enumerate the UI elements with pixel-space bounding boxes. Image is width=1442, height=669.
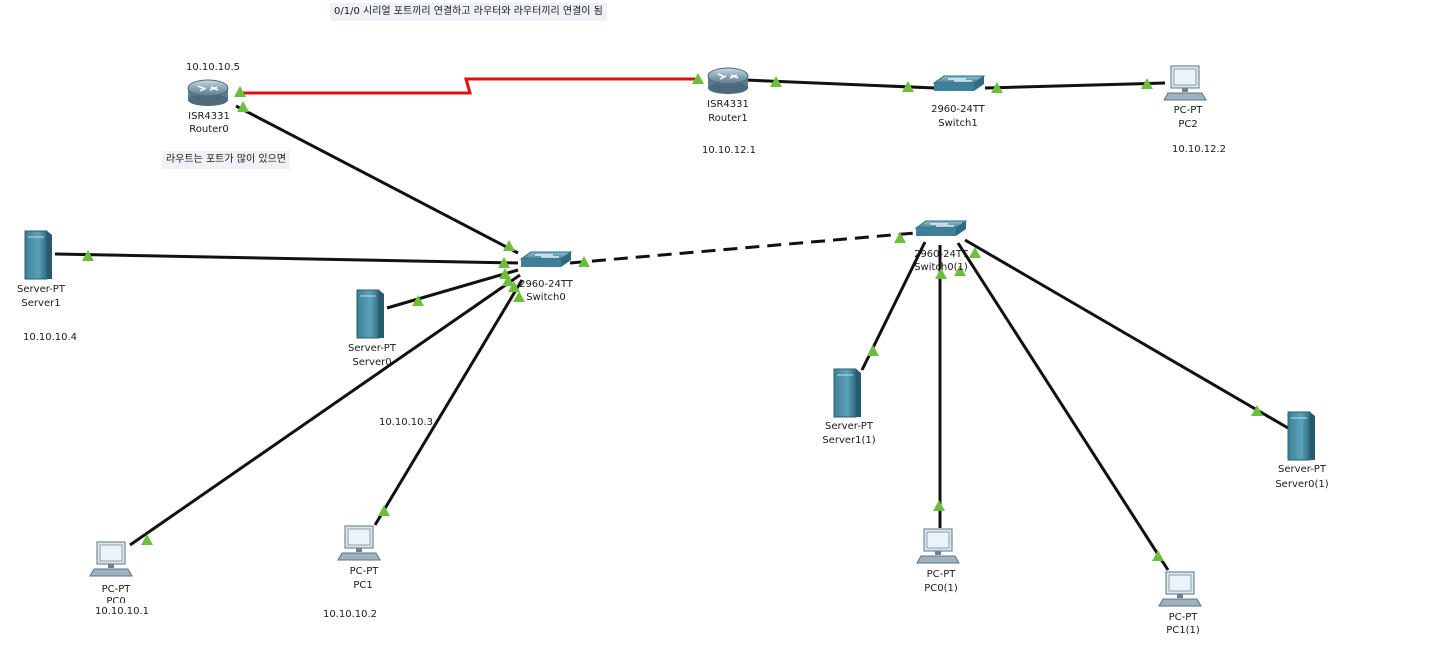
link-up-triangle (1141, 78, 1153, 89)
link-up-triangle (894, 232, 906, 243)
link-up-triangle (991, 82, 1003, 93)
link-up-triangle (513, 291, 525, 302)
server1-1-model-label: Server-PT (825, 421, 873, 432)
pc0-1-model-label: PC-PT (926, 569, 956, 580)
server0-name-label: Server0 (352, 357, 392, 368)
link-up-triangle (933, 500, 945, 511)
server0-1-icon[interactable] (1287, 411, 1315, 461)
pc0-1-name-label: PC0(1) (924, 583, 958, 594)
link-up-triangle (578, 256, 590, 267)
link-up-triangle (770, 76, 782, 87)
pc2-model-label: PC-PT (1173, 105, 1203, 116)
pc0-1-icon[interactable] (916, 528, 960, 564)
switch0-name-label: Switch0 (526, 292, 566, 303)
pc2-name-label: PC2 (1178, 119, 1198, 130)
router0-icon[interactable] (187, 79, 229, 106)
server1-ip-label: 10.10.10.4 (22, 332, 78, 343)
server0-ip-label: 10.10.10.3 (378, 417, 434, 428)
link-up-triangle (1152, 550, 1164, 561)
router1-name-label: Router1 (708, 113, 748, 124)
switch0-1-icon[interactable] (914, 220, 968, 236)
server1-icon[interactable] (24, 230, 52, 280)
link-up-triangle (902, 81, 914, 92)
link-up-triangle (508, 281, 520, 292)
pc1-ip-label: 10.10.10.2 (322, 609, 378, 620)
pc0-icon[interactable] (89, 541, 133, 577)
server0-1-model-label: Server-PT (1278, 464, 1326, 475)
link-up-triangle (954, 265, 966, 276)
links (54, 77, 1289, 571)
server0-1-name-label: Server0(1) (1275, 479, 1329, 490)
link-up-triangle (378, 505, 390, 516)
note-router[interactable]: 라우트는 포트가 많이 있으면 (162, 151, 290, 169)
pc0-model-label: PC-PT (101, 584, 131, 595)
server1-1-icon[interactable] (833, 368, 861, 418)
router0-name-label: Router0 (189, 124, 229, 135)
switch1-name-label: Switch1 (938, 118, 978, 129)
switch1-icon[interactable] (932, 75, 986, 91)
server1-1-name-label: Server1(1) (822, 435, 876, 446)
link-router0-switch0[interactable] (235, 104, 519, 255)
server0-icon[interactable] (356, 289, 384, 339)
router1-icon[interactable] (707, 67, 749, 94)
link-up-triangle (412, 295, 424, 306)
pc2-ip-label: 10.10.12.2 (1171, 144, 1227, 155)
link-up-triangle (692, 73, 704, 84)
link-status-indicators (82, 73, 1263, 561)
link-up-triangle (935, 268, 947, 279)
link-up-triangle (498, 257, 510, 268)
switch1-model-label: 2960-24TT (931, 104, 985, 115)
switch0-model-label: 2960-24TT (519, 279, 573, 290)
link-up-triangle (969, 247, 981, 258)
pc2-icon[interactable] (1163, 65, 1207, 101)
router1-ip-label: 10.10.12.1 (701, 145, 757, 156)
link-up-triangle (1251, 405, 1263, 416)
pc0-ip-label: 10.10.10.1 (94, 606, 150, 617)
router1-model-label: ISR4331 (707, 99, 749, 110)
pc1-1-name-label: PC1(1) (1166, 625, 1200, 636)
link-up-triangle (503, 240, 515, 251)
pc0-name-label: PC0 (106, 596, 126, 603)
link-server0-switch0[interactable] (386, 268, 519, 310)
link-pc1-switch0[interactable] (373, 279, 524, 526)
link-switch0-switch0-1[interactable] (569, 231, 916, 265)
pc1-name-label: PC1 (353, 580, 373, 591)
pc1-icon[interactable] (337, 525, 381, 561)
server1-name-label: Server1 (21, 298, 61, 309)
link-up-triangle (141, 534, 153, 545)
link-up-triangle (867, 345, 879, 356)
pc1-1-model-label: PC-PT (1168, 612, 1198, 623)
router0-model-label: ISR4331 (188, 111, 230, 122)
link-switch1-pc2[interactable] (984, 81, 1166, 90)
server1-model-label: Server-PT (17, 284, 65, 295)
pc1-1-icon[interactable] (1158, 571, 1202, 607)
link-up-triangle (234, 86, 246, 97)
link-switch0-1-server0-1[interactable] (964, 238, 1289, 430)
router0-ip-label: 10.10.10.5 (185, 62, 241, 73)
switch0-icon[interactable] (519, 251, 573, 267)
link-server1-switch0[interactable] (54, 252, 519, 265)
link-switch0-1-pc1-1[interactable] (956, 242, 1170, 571)
serial-link-router0-router1[interactable] (240, 77, 700, 95)
link-up-triangle (502, 275, 514, 286)
server0-model-label: Server-PT (348, 343, 396, 354)
link-pc0-switch0[interactable] (129, 273, 521, 547)
note-top[interactable]: 0/1/0 시리얼 포트끼리 연결하고 라우터와 라우터끼리 연결이 됨 (330, 3, 607, 21)
link-up-triangle (237, 101, 249, 112)
pc1-model-label: PC-PT (349, 566, 379, 577)
switch0-1-name-label: Switch0(1) (914, 262, 968, 273)
link-up-triangle (82, 250, 94, 261)
switch0-1-model-label: 2960-24TT (914, 249, 968, 260)
